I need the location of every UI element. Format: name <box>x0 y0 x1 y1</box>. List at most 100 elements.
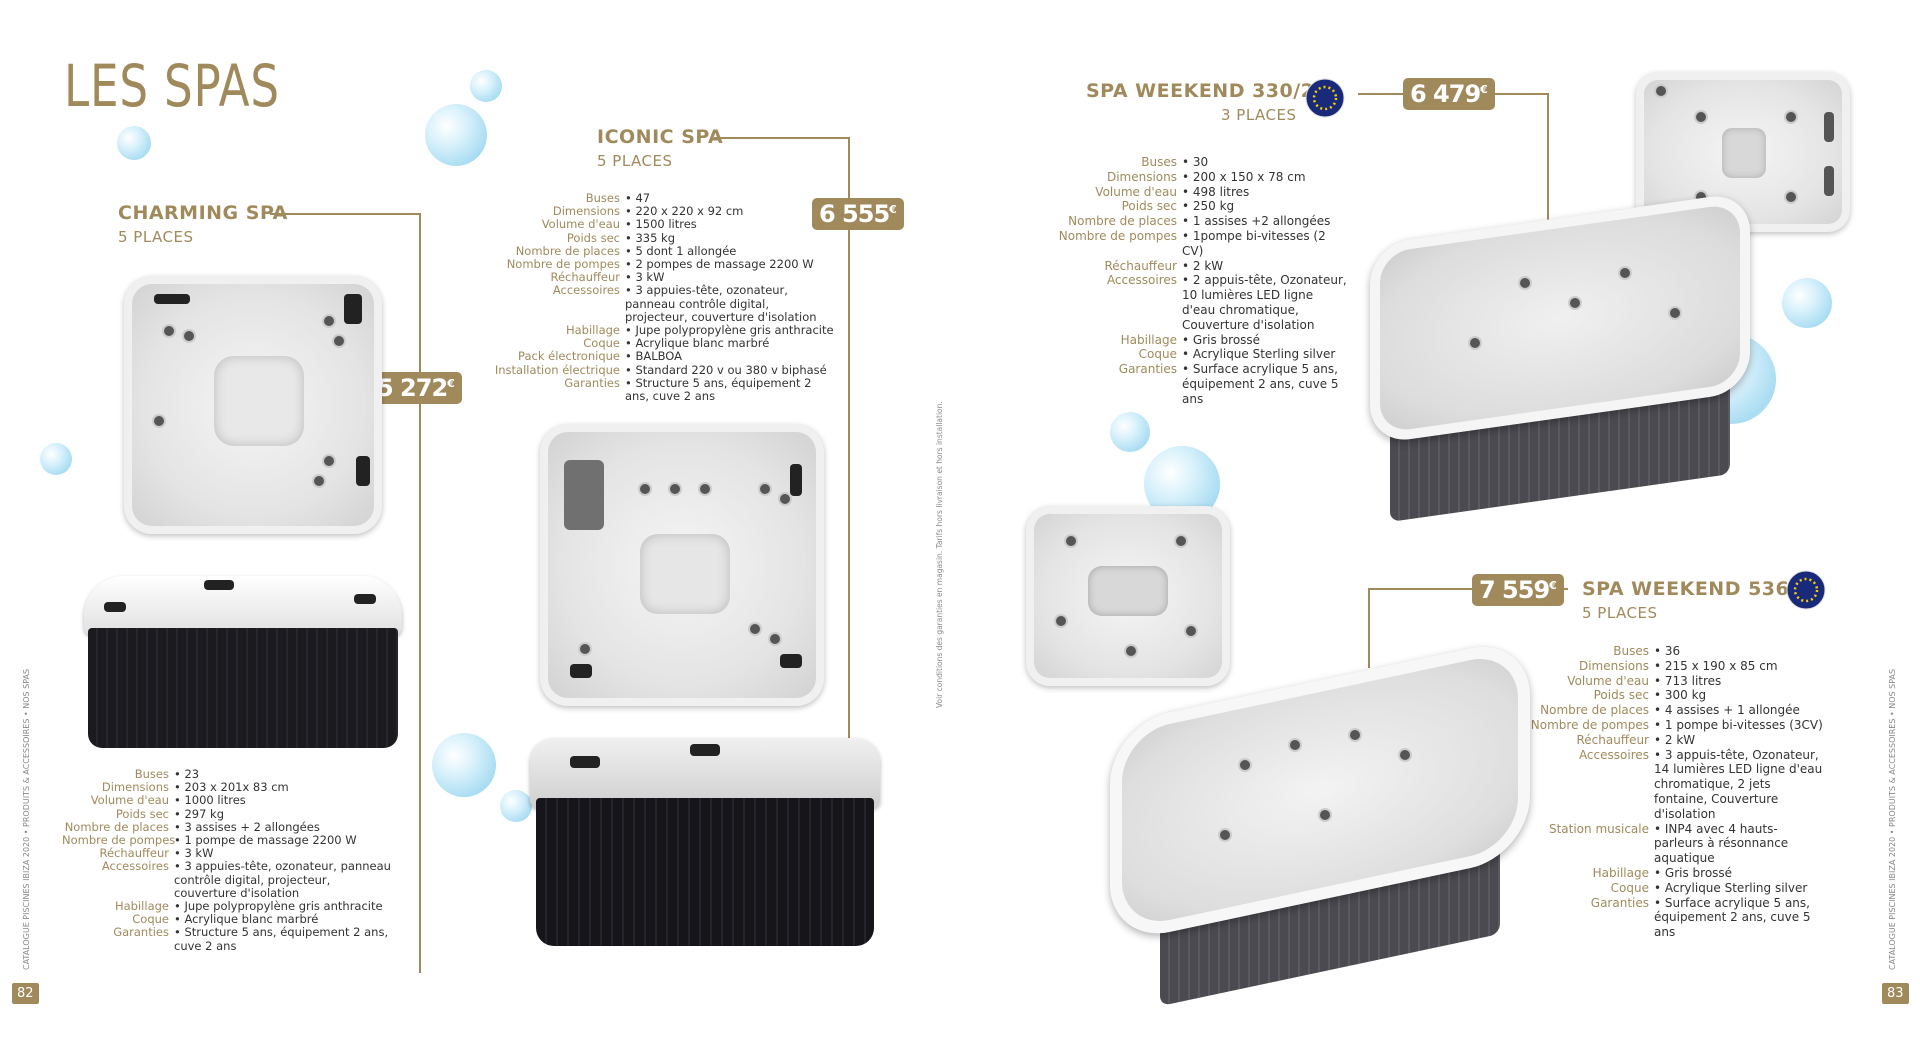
spec-value: • 1500 litres <box>625 217 697 232</box>
headrest-icon <box>780 654 802 668</box>
spec-key: Volume d'eau <box>1095 184 1177 199</box>
spec-value: • Structure 5 ans, équipement 2 ans, cuv… <box>174 925 389 953</box>
headrest-icon <box>354 594 376 604</box>
spa-rim <box>84 576 402 636</box>
weekend536-price: 7 559€ <box>1472 574 1564 606</box>
charming-leader-h <box>270 213 420 215</box>
spec-value: • Standard 220 v ou 380 v biphasé <box>625 362 827 377</box>
charming-spa-top-image <box>124 276 382 534</box>
spec-key: Nombre de pompes <box>1530 717 1649 732</box>
lounger-pad <box>564 460 604 530</box>
spec-value: • 498 litres <box>1182 184 1250 199</box>
spec-value: • 250 kg <box>1182 199 1235 214</box>
spec-row: Coque• Acrylique blanc marbré <box>62 913 392 926</box>
spec-value: • 2 kW <box>1182 258 1224 273</box>
spec-key: Garanties <box>113 925 169 940</box>
spec-key: Nombre de places <box>1540 703 1649 718</box>
jet-icon <box>154 416 164 426</box>
spec-value: • 30 <box>1182 155 1209 169</box>
weekend536-title: SPA WEEKEND 536/L <box>1582 578 1810 600</box>
weekend536-spa-angle-image <box>1110 635 1530 1007</box>
charming-title: CHARMING SPA <box>118 202 288 224</box>
decorative-bubble <box>1110 412 1150 452</box>
spec-value: • 1pompe bi-vitesses (2 CV) <box>1182 228 1326 258</box>
spec-row: Réchauffeur• 3 kW <box>62 847 392 860</box>
spec-value: • 3 kW <box>625 270 665 285</box>
jet-icon <box>1520 278 1530 288</box>
spec-key: Coque <box>1138 347 1177 362</box>
spec-value: • 1000 litres <box>174 793 246 808</box>
jet-icon <box>1786 112 1796 122</box>
jet-icon <box>314 476 324 486</box>
spa-seat <box>1088 566 1168 616</box>
spec-value: • Gris brossé <box>1654 865 1733 880</box>
spec-key: Poids sec <box>566 230 620 245</box>
spec-row: Nombre de places • 1 assises +2 allongées <box>1050 214 1350 229</box>
headrest-icon <box>690 744 720 756</box>
jet-icon <box>700 484 710 494</box>
spec-value: • Acrylique Sterling silver <box>1182 347 1336 362</box>
decorative-bubble <box>40 443 72 475</box>
spec-row: Volume d'eau• 1500 litres <box>490 218 835 231</box>
spec-key: Garanties <box>1590 895 1649 910</box>
spec-value: • 2 kW <box>1654 732 1696 747</box>
weekend330-price-value: 6 479 <box>1410 80 1481 108</box>
spec-value: • 200 x 150 x 78 cm <box>1182 169 1306 184</box>
lounger-pad <box>1722 128 1766 178</box>
spec-key: Dimensions <box>1578 658 1649 673</box>
spec-key: Accessoires <box>101 859 169 874</box>
spec-key: Buses <box>585 191 620 205</box>
spec-value: • Acrylique Sterling silver <box>1654 880 1808 895</box>
weekend330-places: 3 PLACES <box>1221 106 1297 124</box>
spec-key: Nombre de places <box>1068 214 1177 229</box>
jet-icon <box>1620 268 1630 278</box>
spec-row: Buses• 47 <box>490 191 835 205</box>
spec-value: • 1 pompe bi-vitesses (3CV) <box>1654 717 1823 732</box>
spec-value: • 713 litres <box>1654 673 1722 688</box>
spec-value: • Acrylique blanc marbré <box>174 912 319 927</box>
spec-row: Nombre de pompes• 2 pompes de massage 22… <box>490 257 835 271</box>
weekend536-places: 5 PLACES <box>1582 604 1658 622</box>
spec-row: Buses• 30 <box>1050 155 1350 170</box>
weekend330-leader-v <box>1547 93 1549 231</box>
weekend536-price-value: 7 559 <box>1479 576 1550 604</box>
weekend330-specs: Buses• 30 Dimensions• 200 x 150 x 78 cm … <box>1050 155 1350 407</box>
weekend536-leader-h <box>1368 588 1568 590</box>
jet-icon <box>1670 308 1680 318</box>
spec-key: Station musicale <box>1548 821 1649 836</box>
iconic-places: 5 PLACES <box>597 152 673 170</box>
spec-key: Nombre de pompes <box>62 833 176 848</box>
jet-icon <box>334 336 344 346</box>
side-label-right: CATALOGUE PISCINES IBIZA 2020 • PRODUITS… <box>1888 668 1897 970</box>
charming-places: 5 PLACES <box>118 228 194 246</box>
spec-row: Dimensions • 220 x 220 x 92 cm <box>490 205 835 218</box>
spec-key: Nombre de places <box>64 819 169 834</box>
spec-row: Dimensions• 203 x 201x 83 cm <box>62 781 392 794</box>
spec-key: Coque <box>1610 880 1649 895</box>
spec-key: Dimensions <box>1106 169 1177 184</box>
spec-row: Nombre de pompes• 1pompe bi-vitesses (2 … <box>1050 229 1350 259</box>
spec-key: Dimensions <box>552 204 620 219</box>
jet-icon <box>1400 750 1410 760</box>
spec-key: Poids sec <box>1121 199 1177 214</box>
spec-key: Accessoires <box>1106 273 1177 288</box>
spec-value: • Surface acrylique 5 ans, équipement 2 … <box>1182 362 1339 406</box>
spec-value: • 220 x 220 x 92 cm <box>625 204 744 219</box>
spec-value: • 5 dont 1 allongée <box>625 243 737 258</box>
spec-row: Accessoires• 3 appuies-tête, ozonateur, … <box>62 860 392 900</box>
spec-row: Installation électrique• Standard 220 v … <box>490 362 835 377</box>
spec-row: Accessoires • 2 appuis-tête, Ozonateur, 1… <box>1050 273 1350 332</box>
weekend330-spa-angle-image <box>1370 191 1750 522</box>
spec-row: Nombre de pompes• 1 pompe de massage 220… <box>62 833 392 848</box>
spec-value: • 2 appuis-tête, Ozonateur, 10 lumières … <box>1182 273 1347 332</box>
spec-key: Habillage <box>114 899 169 914</box>
spec-key: Volume d'eau <box>90 793 169 808</box>
spa-seat <box>214 356 304 446</box>
jet-icon <box>770 634 780 644</box>
decorative-bubble <box>425 104 487 166</box>
spec-row: Habillage• Jupe polypropylène gris anthr… <box>62 899 392 914</box>
iconic-price-value: 6 555 <box>819 200 890 228</box>
headrest-icon <box>344 294 362 324</box>
spec-value: • 1 assises +2 allongées <box>1182 214 1331 229</box>
jet-icon <box>1350 730 1360 740</box>
